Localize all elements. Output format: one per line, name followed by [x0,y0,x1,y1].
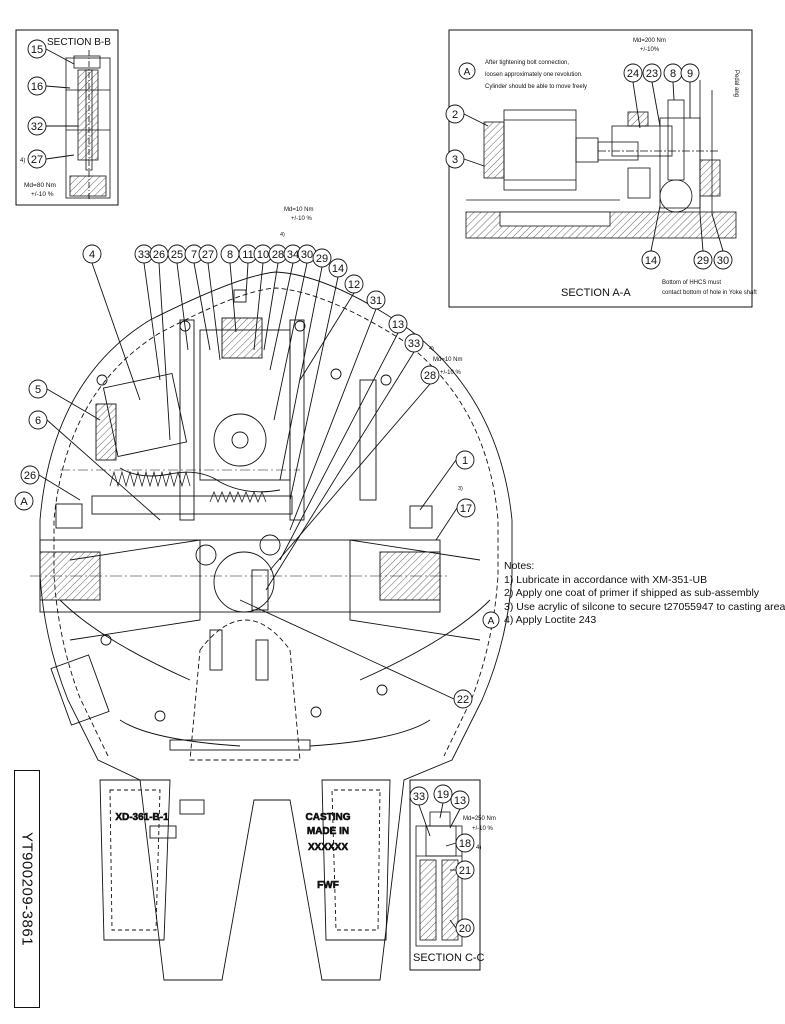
balloon-label: 26 [24,470,36,482]
balloon-label: 9 [687,68,693,80]
section-cc: 33 19 13 18 21 20 Md=250 Nm +/-10 % 4) S… [409,779,496,971]
section-cc-title: SECTION C-C [413,952,485,964]
note-item: 2) Apply one coat of primer if shipped a… [504,587,760,599]
section-bb-note-ref: 4) [20,158,25,164]
bottom-note-line: contact bottom of hole in Yoke shaft [662,290,757,296]
balloon-label: 27 [31,154,43,166]
balloon-label: 17 [460,503,472,515]
balloon-label: 5 [35,384,41,396]
casting-label: XXXXXX [308,842,348,853]
balloon-label: 2 [452,109,458,121]
section-bb-frame [15,29,119,206]
balloon-label: 10 [257,249,269,261]
section-bb-balloons [27,39,78,169]
balloon-label: 16 [31,81,43,93]
casting-label: FWF [317,880,339,891]
spring [109,470,267,503]
balloon-label: 34 [287,249,299,261]
balloon-label: 22 [457,694,469,706]
section-cc-torque: Md=250 Nm [463,816,496,822]
balloon-label: 3 [452,154,458,166]
section-cc-note-ref: 4) [476,845,481,851]
notes-ref-letter: A [488,616,495,627]
main-view [30,271,513,981]
main-note-ref-right: 4) [429,346,434,352]
casting-label: MADE IN [307,826,349,837]
instruction-line: Cylinder should be able to move freely [485,84,587,90]
section-aa-title: SECTION A-A [561,287,631,299]
balloon-label: 31 [370,295,382,307]
balloon-label: 24 [627,68,639,80]
main-balloons [14,244,476,709]
section-aa-tolerance: +/-10% [640,47,660,53]
balloon-label: 25 [171,249,183,261]
balloon-label: 6 [35,415,41,427]
balloon-label: 33 [413,791,425,803]
balloon-label: 13 [392,319,404,331]
section-cc-tolerance: +/-10 % [472,826,494,832]
section-aa-balloons [445,63,733,270]
balloon-label: 29 [316,253,328,265]
main-tolerance-top: +/-10 % [291,216,313,222]
balloon-label: 18 [459,838,471,850]
balloon-label: 27 [202,249,214,261]
section-aa-torque: Md=200 Nm [633,38,666,44]
section-bb-torque: Md=80 Nm [24,182,56,189]
note-item: 3) Use acrylic of silcone to secure t270… [504,600,785,613]
balloon-label: 13 [454,795,466,807]
instruction-line: After tightening bolt connection, [485,60,569,66]
balloon-label: 15 [31,44,43,56]
section-ref-letter: A [20,496,28,508]
document-id-box: YT900209-3861 [14,770,40,1008]
balloon-label: 14 [645,255,657,267]
note-item: 4) Apply Loctite 243 [504,614,597,626]
note-item: 1) Lubricate in accordance with XM-351-U… [504,573,708,586]
section-bb-tolerance: +/-10 % [31,191,54,198]
plate-outline [39,271,513,981]
balloon-label: 20 [459,923,471,935]
balloon-label: 8 [670,68,676,80]
balloon-label: 28 [424,370,436,382]
section-cc-frame [409,779,481,971]
balloon-label: 28 [272,249,284,261]
bottom-note-line: Bottom of HHCS must [662,280,721,286]
balloon-label: 33 [408,338,420,350]
cylinder-assembly [465,80,737,239]
instruction-line: loosen approximately one revolution. [485,72,583,78]
balloon-label: 23 [646,68,658,80]
section-bb: SECTION B-B 15 16 32 27 4) Md=80 Nm +/-1… [15,29,119,206]
casting-label: CASTING [306,812,351,823]
document-id: YT900209-3861 [18,831,36,947]
main-tolerance-right: +/-10 % [440,370,462,376]
balloon-label: 33 [138,249,150,261]
section-aa-frame [448,29,753,308]
main-torque-top: Md=10 Nm [284,207,314,213]
drawing-sheet: SECTION B-B 15 16 32 27 4) Md=80 Nm +/-1… [14,29,757,981]
balloon-label: 12 [348,279,360,291]
balloon-label: 4 [89,249,95,261]
balloon-label: 1 [462,455,468,467]
main-note-ref-top: 4) [280,232,285,238]
section-aa-ref-letter: A [464,67,471,78]
section-bb-title: SECTION B-B [47,37,111,48]
balloon-label: 32 [31,121,43,133]
main-torque-right: Md=10 Nm [433,357,463,363]
balloon-label: 26 [153,249,165,261]
balloon-label: 7 [191,249,197,261]
balloon-label: 14 [332,263,344,275]
balloon-label: 8 [227,249,233,261]
balloon-label: 19 [437,789,449,801]
notes-title: Notes: [504,560,535,572]
section-aa-side-label: Pedal ang [733,70,739,97]
balloon-label: 21 [459,865,471,877]
section-bb-part [65,50,111,200]
section-aa: A After tightening bolt connection, loos… [445,29,757,308]
balloon-label: 29 [697,255,709,267]
balloon-label: 30 [301,249,313,261]
balloon-label: 30 [717,255,729,267]
main-note-ref-3: 3) [458,486,463,492]
notes-block: Notes: 1) Lubricate in accordance with X… [504,560,785,628]
casting-part-number: XD-361-B-1 [115,812,169,823]
balloon-label: 11 [242,249,253,261]
